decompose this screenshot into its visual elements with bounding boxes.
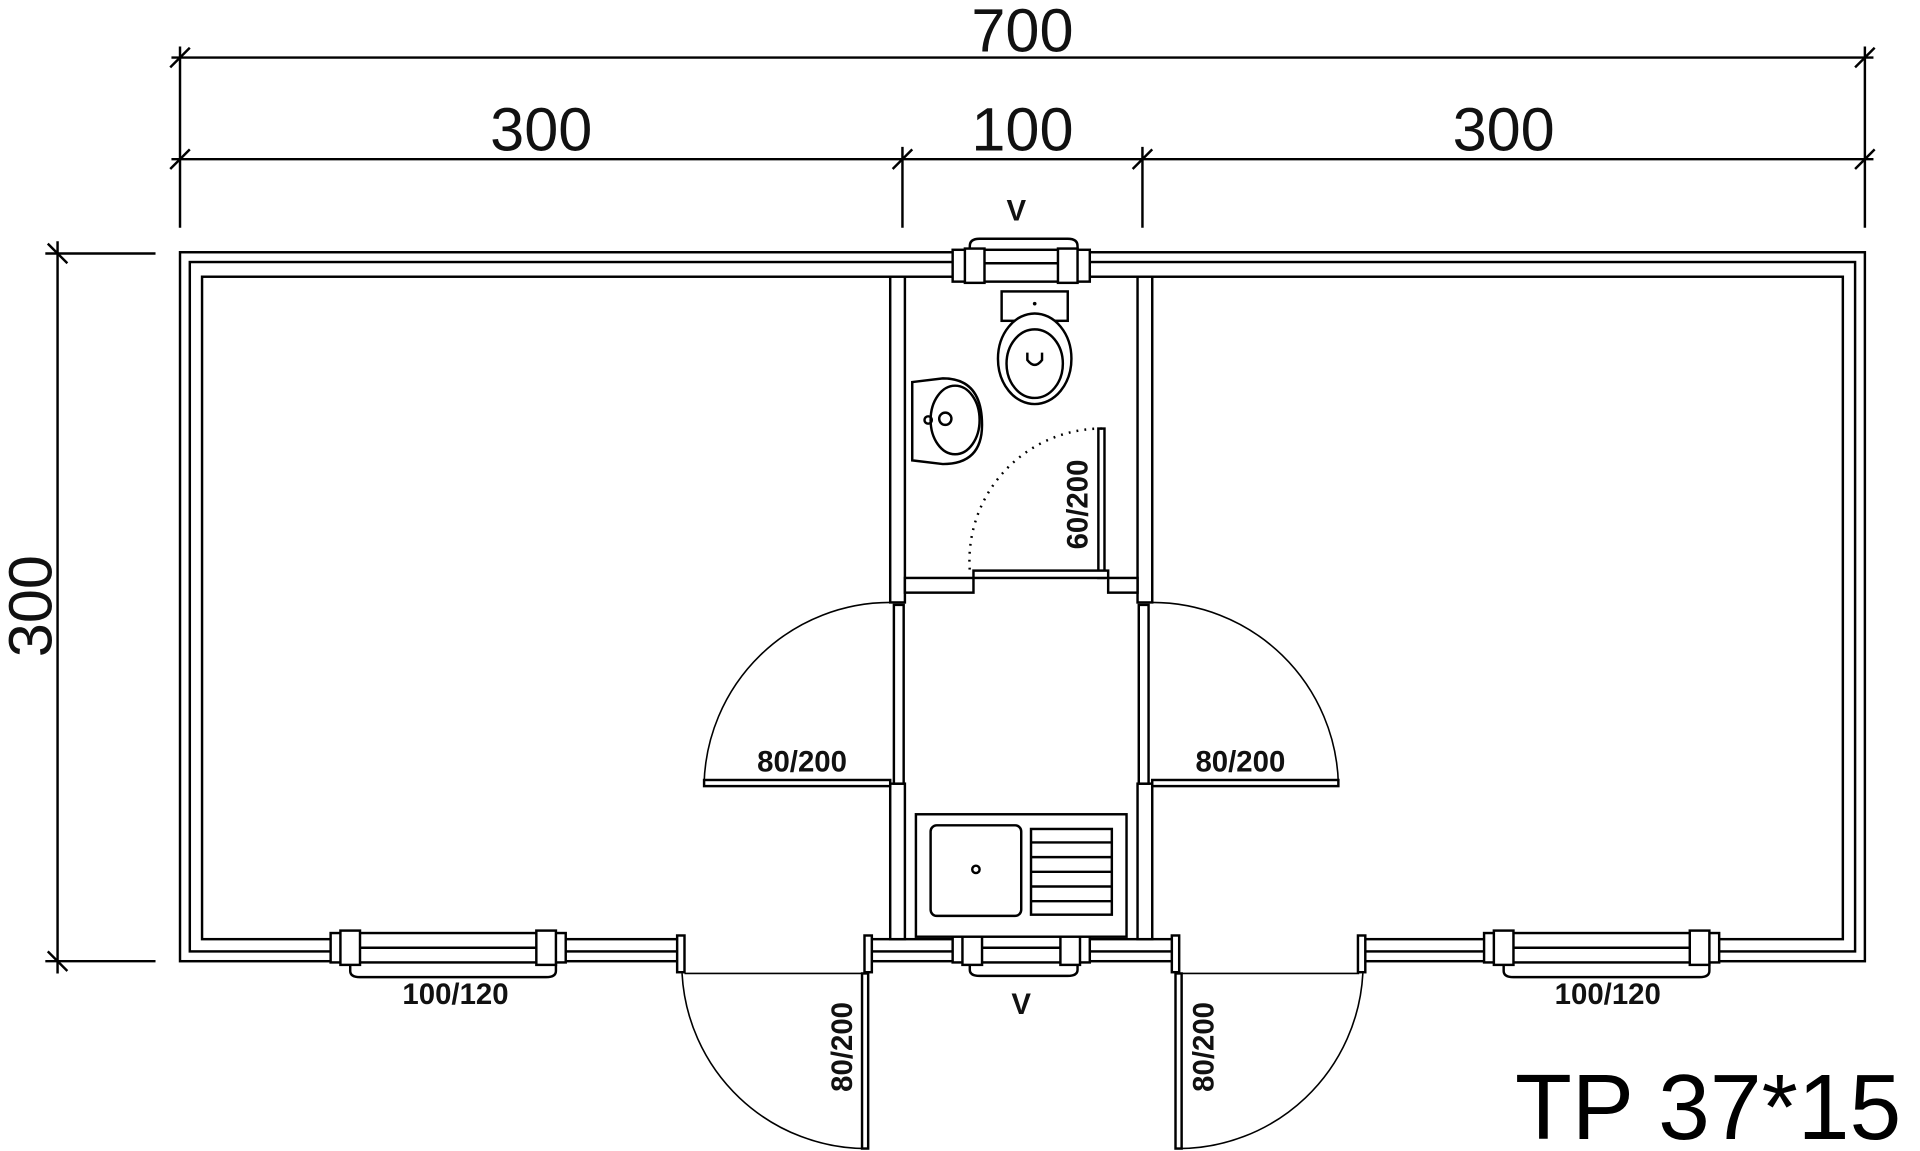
window-left-label: 100/120 [402, 978, 508, 1011]
window-bottom-right [1482, 929, 1721, 979]
partition-walls [888, 275, 1154, 941]
exterior-door-right [1170, 934, 1367, 1150]
toilet-icon [996, 290, 1073, 406]
interior-door-right-label: 80/200 [1195, 745, 1285, 778]
kitchen-sink-icon [914, 813, 1128, 938]
dim-right-room: 300 [1453, 96, 1555, 164]
window-bottom-left [329, 929, 567, 979]
interior-door-left-label: 80/200 [757, 745, 847, 778]
window-bottom-center-label: V [1011, 988, 1031, 1021]
model-name: TP 37*15 [1515, 1055, 1901, 1151]
window-top-label: V [1007, 194, 1027, 227]
interior-door-right [1151, 601, 1340, 788]
exterior-door-left [675, 934, 874, 1150]
washbasin-icon [911, 377, 984, 466]
bathroom-door-label: 60/200 [1061, 460, 1094, 550]
interior-door-left [702, 601, 892, 788]
window-top [951, 237, 1092, 285]
dimension-lines [45, 46, 1876, 974]
dim-depth: 300 [0, 555, 64, 657]
exterior-door-left-label: 80/200 [826, 1002, 859, 1092]
window-right-label: 100/120 [1555, 978, 1661, 1011]
bathroom-door [968, 427, 1110, 580]
dim-left-room: 300 [490, 96, 592, 164]
dim-center: 100 [971, 96, 1073, 164]
exterior-door-right-label: 80/200 [1187, 1002, 1220, 1092]
dim-total-width: 700 [971, 0, 1073, 64]
